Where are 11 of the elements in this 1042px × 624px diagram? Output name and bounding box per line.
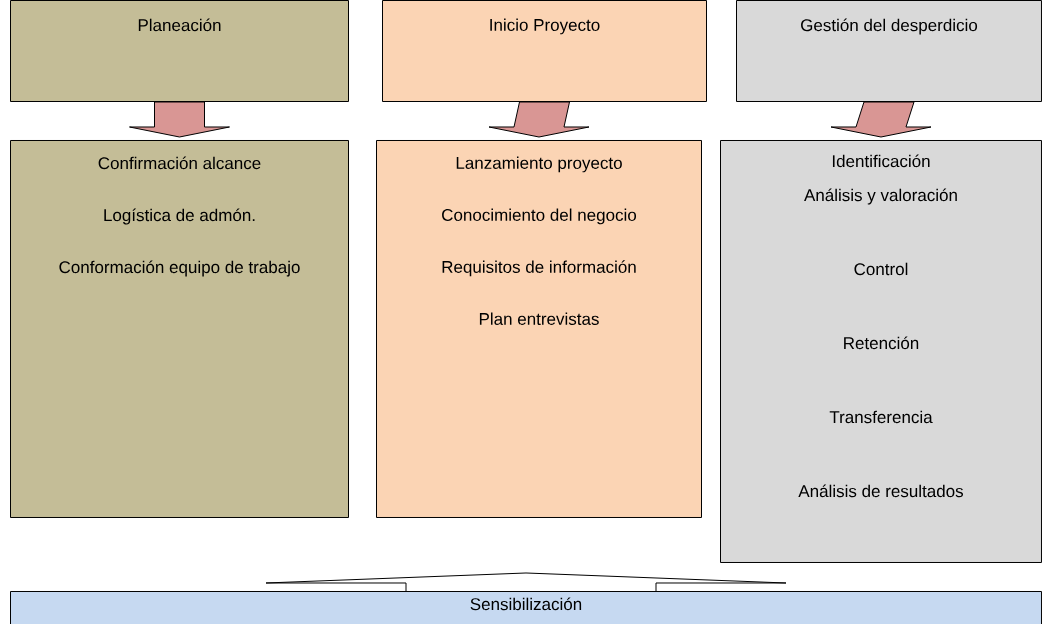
activity-box: Identificación Análisis y valoración Control Retención Transferencia Análisis de resultados xyxy=(720,140,1042,563)
phase-box: Inicio Proyecto xyxy=(382,0,707,102)
block-arrow xyxy=(265,572,787,592)
block-arrow xyxy=(488,101,590,138)
phase-box: Gestión del desperdicio xyxy=(736,0,1042,102)
activity-box: Lanzamiento proyecto Conocimiento del negocio Requisitos de información Plan entrevistas xyxy=(376,140,702,518)
block-arrow xyxy=(129,101,230,138)
phase-box: Planeación xyxy=(10,0,349,102)
block-arrow xyxy=(830,101,932,138)
base-band: Sensibilización xyxy=(10,591,1042,624)
activity-box: Confirmación alcance Logística de admón. Conformación equipo de trabajo xyxy=(10,140,349,518)
